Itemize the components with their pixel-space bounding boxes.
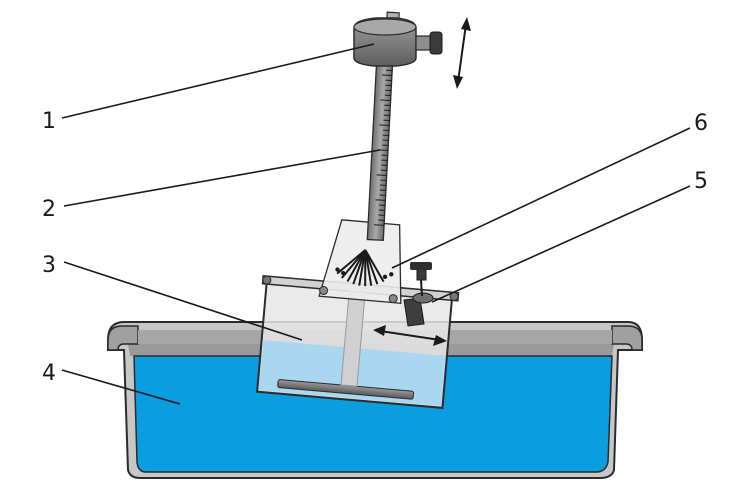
leader-6	[391, 127, 691, 269]
callout-5: 5	[694, 169, 708, 194]
vertical-adjust-arrow	[453, 17, 471, 89]
callout-1: 1	[42, 109, 56, 134]
scale-tick	[381, 74, 392, 77]
scale-tick	[376, 174, 387, 176]
leader-4	[61, 369, 181, 405]
callout-2: 2	[42, 197, 56, 222]
protractor-plate	[318, 219, 402, 304]
callout-6: 6	[694, 111, 708, 136]
scale-tick	[379, 124, 390, 126]
water	[133, 355, 613, 473]
horizontal-adjust-arrow	[373, 325, 447, 346]
micrometer-head	[353, 17, 443, 67]
leader-1	[61, 43, 375, 119]
sliding-weight	[403, 262, 434, 327]
leader-3	[63, 261, 303, 341]
tilted-container	[256, 274, 460, 409]
scale-tick	[374, 224, 385, 226]
callout-3: 3	[42, 253, 56, 278]
leader-5	[431, 185, 691, 303]
scale-tick	[380, 99, 391, 101]
leader-2	[63, 149, 381, 207]
callout-4: 4	[42, 361, 56, 386]
scale-tick	[375, 199, 386, 201]
leader-lines	[61, 43, 691, 405]
